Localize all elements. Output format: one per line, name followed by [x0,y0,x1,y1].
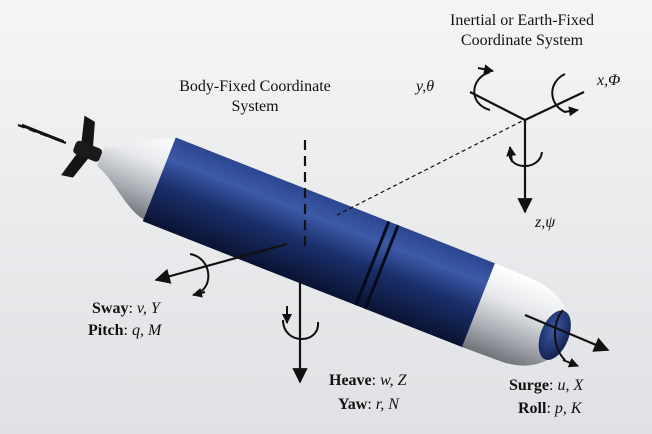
heave-label: Heave: w, Z [329,372,407,389]
theta-rotation-arc [473,71,491,111]
inertial-x-label: x,Φ [597,72,621,89]
inertial-y-label: y,θ [416,78,435,95]
inertial-frame-title-line1: Inertial or Earth-Fixed [450,12,594,29]
propeller-hub [73,140,103,162]
roll-rotation-arrowhead [562,358,579,368]
hull-ring-1 [354,220,391,306]
body-x-axis-dashed [17,123,67,145]
roll-label: Roll: p, K [518,400,582,417]
inertial-x-axis [524,91,585,121]
yaw-label: Yaw: r, N [338,396,399,413]
inertial-y-axis [469,91,526,121]
hull [142,137,497,348]
body-frame-title: Body-Fixed Coordinate System [140,77,370,117]
inertial-frame-title-line2: Coordinate System [460,32,584,49]
body-frame-title-line1: Body-Fixed Coordinate [179,78,331,95]
surge-label: Surge: u, X [509,377,584,394]
inertial-frame-title: Inertial or Earth-Fixed Coordinate Syste… [412,11,632,51]
tail-cone [97,138,177,221]
yaw-rotation-arc [282,319,320,340]
hull-ring-2 [363,224,400,310]
roll-rotation-arc [554,309,566,361]
pitch-rotation-arrowhead [192,287,206,298]
theta-rotation-arrowhead [477,64,494,75]
propeller-blade-lower [61,150,90,178]
sway-label: Sway: v, Y [92,300,160,317]
pitch-label: Pitch: q, M [88,322,162,339]
inertial-z-label: z,ψ [535,214,556,231]
phi-rotation-arc [551,73,566,113]
body-frame-title-line2: System [231,98,279,115]
phi-rotation-arrowhead [563,106,579,117]
psi-rotation-arrowhead [506,146,517,163]
sway-arrow [154,242,288,284]
propeller-blade-upper [80,115,95,149]
surge-arrow [524,313,610,352]
